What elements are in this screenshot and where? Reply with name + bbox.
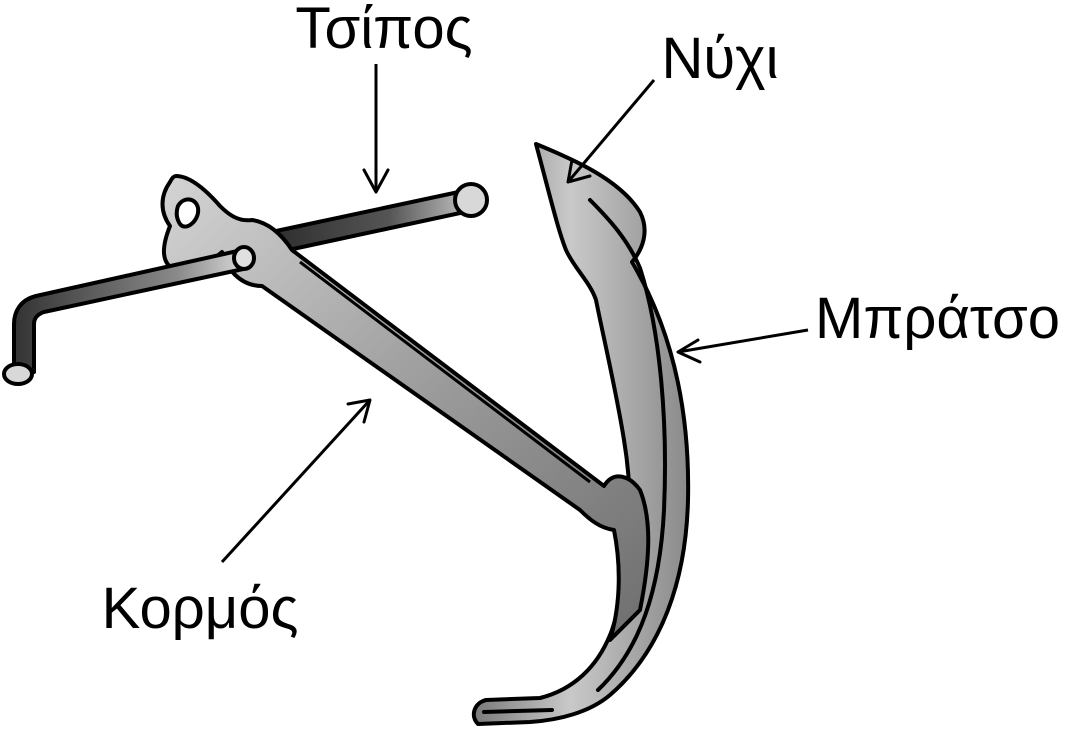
arrow-arm <box>676 328 809 364</box>
arrow-stock <box>362 64 390 194</box>
stock-front <box>2 245 256 386</box>
label-stock: Τσίπος <box>295 0 472 61</box>
label-fluke: Νύχι <box>662 26 779 91</box>
arrow-shank <box>220 398 372 564</box>
label-arm: Μπράτσο <box>815 286 1060 351</box>
stock-rear <box>260 182 489 256</box>
label-shank: Κορμός <box>102 576 299 641</box>
arrow-fluke <box>566 79 656 184</box>
